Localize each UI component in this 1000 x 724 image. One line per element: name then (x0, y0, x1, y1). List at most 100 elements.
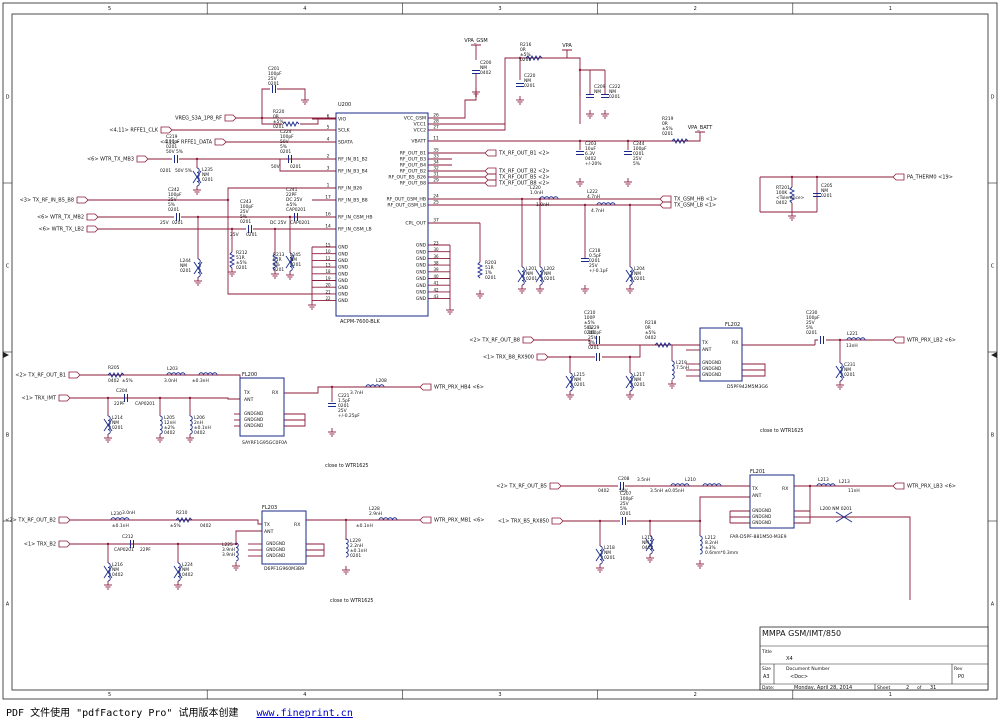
c230-label: 100pF (806, 315, 820, 321)
rt201 (788, 186, 796, 204)
column-marker: 4 (303, 692, 306, 698)
l244-label: NM (180, 263, 187, 269)
net-wtr-tx-mb2: <6> WTR_TX_MB2 (37, 215, 84, 221)
r205-label: 0402 (108, 378, 119, 384)
r212-label: R212 (236, 250, 248, 256)
l220-label: 1.0nH (536, 202, 549, 208)
c243-label: 25V (230, 232, 239, 238)
net-trx-b8: <1> TRX_B8_RX900 (483, 355, 534, 361)
l212-label: 8.2nH (705, 540, 718, 546)
c243-label: 5% (240, 214, 247, 220)
l206 (189, 415, 193, 435)
wire (300, 119, 319, 125)
l218-nm (595, 548, 605, 562)
row-marker: B (6, 433, 10, 439)
c224-label: 100pF (280, 134, 294, 140)
c230-label: C230 (806, 310, 818, 316)
pa-pin-num: 35 (433, 148, 439, 154)
net-wtr-tx-lb2-flag (86, 225, 99, 233)
r219-label: 0R (662, 121, 668, 127)
net-tx-rf-out-b5-flag (484, 173, 497, 181)
l229 (345, 538, 349, 558)
l214-label: L214 (112, 415, 123, 421)
c242-label: 100pF (168, 192, 182, 198)
net-vpa-batt: VPA_BATT (688, 125, 713, 131)
c210-label: 100P (584, 315, 595, 321)
c210-label: ±5% (584, 320, 595, 326)
pa-pin-num: 42 (433, 287, 439, 292)
pa-pin-num: 30 (433, 247, 439, 252)
r219-label: 0201 (662, 131, 673, 137)
net-wtr-tx-mb2-flag (86, 213, 99, 221)
c242-label: 25V (160, 220, 169, 226)
l217-label: 0201 (634, 382, 645, 388)
l217-label: NM (634, 377, 641, 383)
r203-label: R203 (485, 260, 497, 266)
c208-label: 50V (619, 488, 628, 494)
r216-label: R216 (520, 42, 532, 48)
l203-label: 3.0nH (164, 378, 177, 384)
l208-label: 3.7nH (350, 390, 363, 396)
l244-label: L244 (180, 258, 191, 264)
pa-pin-num: 15 (325, 242, 331, 247)
l213 (816, 483, 836, 487)
filter-pin: TX (701, 340, 708, 346)
pa-pin-num: 24 (433, 194, 439, 200)
pa-gnd-pin: GND (338, 292, 349, 298)
filter-pin: TX (751, 486, 758, 492)
pa-pin-name: RF_OUT_B4 (400, 163, 426, 169)
center-arrow (3, 352, 9, 358)
r220-label: R220 (273, 109, 285, 115)
l201-label: L201 (526, 266, 537, 272)
note-close-to-wtr: close to WTR1625 (325, 463, 368, 469)
net-tx-gsm-lb: TX_GSM_LB <1> (673, 203, 716, 209)
l217-label: L217 (634, 372, 645, 378)
net-rffe1-data: <4,11> RFFE1_DATA (160, 140, 213, 146)
c221-label: +/-0.25pF (338, 413, 360, 419)
pa-pin-num: 31 (433, 172, 439, 178)
c200-label: 0402 (480, 70, 491, 76)
c203-label: 10uF (585, 146, 596, 152)
c230-label: 5% (806, 325, 813, 331)
c242-label: 0201 (172, 220, 183, 226)
l230 (110, 517, 130, 521)
filter-gnd: GNDGND (752, 508, 771, 513)
r212-label: ±5% (236, 260, 247, 266)
c209-label: C209 (594, 84, 606, 90)
c244-label: 25V (633, 156, 642, 162)
net-rffe1-clk: <4,11> RFFE1_CLK (109, 128, 158, 134)
l231-nm (835, 365, 845, 379)
footer-link[interactable]: www.fineprint.cn (256, 708, 353, 719)
pa-gnd-pin: GND (416, 290, 427, 296)
net-tx-rf-out-b1-l-flag (68, 371, 81, 379)
filter-gnd: GNDGND (702, 372, 721, 377)
l211-label: L211 (642, 535, 653, 541)
net-vreg: VREG_S3A_1P8_RF (175, 116, 222, 122)
pa-pin-num: 14 (325, 224, 331, 230)
filter-fl201-body (749, 474, 795, 529)
rt201-label: 100K (776, 190, 787, 196)
size-value: A3 (763, 674, 770, 680)
c201-label: 0201 (268, 81, 279, 87)
l228-label: ±0.1nH (356, 523, 373, 529)
title-block-frame (759, 626, 989, 691)
r220-label: 0R (273, 114, 279, 120)
net-wtr-tx-mb3-flag (136, 155, 149, 163)
c205-label: NM (821, 188, 828, 194)
l225-label: 3.9nH (222, 552, 235, 558)
c207-label: 0201 (620, 511, 631, 517)
junction-dot (273, 227, 277, 231)
net-tx-rf-out-b2-l: <2> TX_RF_OUT_B2 (5, 518, 56, 524)
net-wtr-prx-mb1: WTR_PRX_MB1 <6> (434, 518, 484, 524)
r213-label: 5% (273, 262, 280, 268)
c242-label: 25V (168, 197, 177, 203)
l220-label: 1.0nH (530, 190, 543, 196)
r212-label: 0201 (236, 265, 247, 271)
l202-label: L202 (544, 266, 555, 272)
c224-label: 0201 (290, 164, 301, 170)
r212 (228, 251, 236, 269)
l210-label: L210 (685, 477, 696, 483)
c242-label: 5% (168, 202, 175, 208)
wire (80, 374, 241, 393)
